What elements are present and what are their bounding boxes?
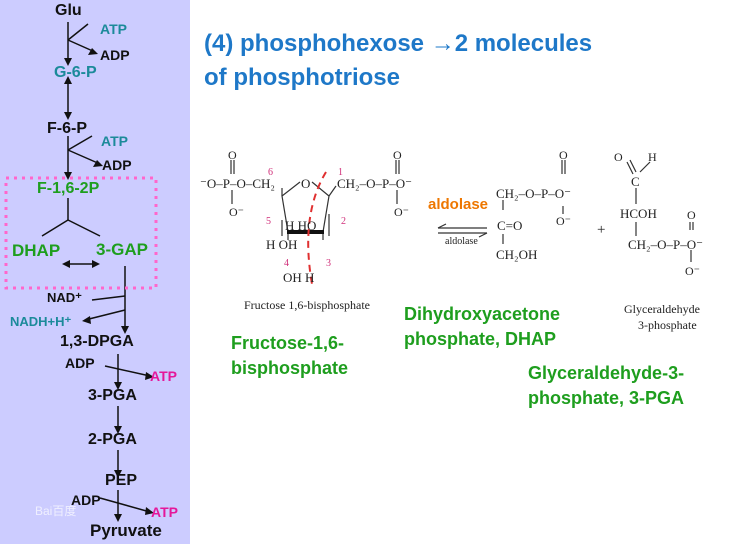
atp-label-3: ATP [150,368,177,384]
ring-number-4: 4 [284,258,289,269]
dhap-name-line-1: Dihydroxyacetone [404,304,561,324]
ring-number-6: 6 [268,167,273,178]
atp-label-2: ATP [101,133,128,149]
f16bp-label: F-1,6-2P [37,180,100,197]
g3p-caption-2: 3-phosphate [638,318,697,332]
pep-label: PEP [105,472,138,489]
g3p-hcoh: HCOH [620,206,657,221]
gap-label: 3-GAP [96,240,148,259]
g3p-c: C [631,174,640,189]
nad-label: NAD⁺ [47,290,83,305]
watermark-logo: Bai百度 [35,504,77,518]
plus-sign: + [597,222,606,238]
ring-number-3: 3 [326,258,331,269]
3pga-label: 3-PGA [88,387,137,404]
fbp-label-line-1: Fructose-1,6- [231,333,345,353]
g3p-bottom: CH₂–O–P–O⁻ [628,237,703,252]
f6p-label: F-6-P [47,120,87,137]
ring-number-5: 5 [266,216,271,227]
title-line-2: of phosphotriose [204,64,400,91]
fbp-caption: Fructose 1,6-bisphosphate [244,298,370,312]
ring-number-1: 1 [338,167,343,178]
dhap-bottom: CH₂OH [496,247,538,262]
adp-label-3: ADP [65,355,95,371]
fbp-bottom: OH H [283,270,315,285]
atp-label-4: ATP [151,504,178,520]
gap-name-line-2: phosphate, 3-PGA [528,388,685,408]
aldolase-label-small: aldolase [445,236,478,247]
fbp-label-line-2: bisphosphate [231,358,349,378]
adp-label-4: ADP [71,492,101,508]
nadh-label: NADH+H⁺ [10,314,72,329]
fbp-h-ho: H HO [285,218,317,233]
dhap-top: CH₂–O–P–O⁻ [496,186,571,201]
glucose-label: Glu [55,2,82,19]
adp-label-2: ADP [102,157,132,173]
g3p-caption-1: Glyceraldehyde [624,302,700,316]
2pga-label: 2-PGA [88,431,137,448]
aldolase-label-large: aldolase [428,196,489,213]
title-line-1: (4) phosphohexose →2 molecules [204,30,593,57]
gap-name-line-1: Glyceraldehyde-3- [528,363,685,383]
g6p-label: G-6-P [54,64,97,81]
bpga-label: 1,3-DPGA [60,333,134,350]
atp-label-1: ATP [100,21,127,37]
fbp-h-oh: H OH [266,237,298,252]
fbp-right-phosphate: CH₂–O–P–O⁻ [337,176,412,191]
adp-label-1: ADP [100,47,130,63]
dhap-label: DHAP [12,241,61,260]
fbp-left-phosphate: ⁻O–P–O–CH₂ [200,176,275,191]
dhap-mid: C=O [497,218,523,233]
pathway-sidebar [0,0,190,544]
ring-number-2: 2 [341,216,346,227]
pyruvate-label: Pyruvate [90,521,162,540]
g3p-h: H [648,150,657,164]
dhap-name-line-2: phosphate, DHAP [404,329,557,349]
